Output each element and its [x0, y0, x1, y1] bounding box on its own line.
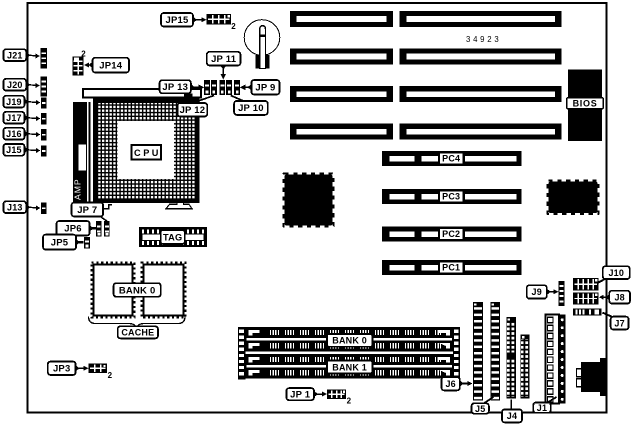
svg-text:BANK 0: BANK 0 [332, 336, 367, 346]
svg-text:PC1: PC1 [442, 263, 460, 273]
svg-text:JP 7: JP 7 [77, 205, 97, 216]
svg-text:J20: J20 [7, 80, 23, 90]
svg-text:TAG: TAG [163, 233, 182, 243]
svg-text:J16: J16 [6, 129, 22, 139]
svg-text:JP 13: JP 13 [162, 82, 188, 93]
svg-text:BIOS: BIOS [573, 98, 598, 108]
svg-text:J5: J5 [475, 404, 485, 414]
svg-text:3 4 9 2 3: 3 4 9 2 3 [466, 35, 499, 44]
svg-text:2: 2 [81, 50, 86, 59]
svg-text:J19: J19 [6, 97, 22, 107]
svg-text:J8: J8 [614, 292, 624, 302]
svg-text:JP 10: JP 10 [238, 103, 264, 114]
svg-text:BANK 1: BANK 1 [332, 362, 367, 372]
svg-text:J21: J21 [7, 50, 23, 60]
svg-text:2: 2 [108, 371, 113, 380]
svg-text:J9: J9 [532, 287, 542, 297]
svg-text:JP 9: JP 9 [255, 83, 275, 94]
svg-text:J1: J1 [537, 403, 547, 413]
svg-text:AMP: AMP [73, 178, 83, 200]
svg-text:J17: J17 [6, 113, 22, 123]
svg-text:J4: J4 [507, 411, 517, 421]
svg-text:J10: J10 [608, 268, 624, 278]
svg-text:J7: J7 [614, 318, 624, 328]
svg-text:JP15: JP15 [166, 15, 190, 26]
svg-text:BANK 0: BANK 0 [119, 285, 156, 296]
svg-text:PC4: PC4 [442, 154, 460, 164]
svg-text:JP 1: JP 1 [290, 389, 311, 400]
svg-text:JP3: JP3 [53, 364, 71, 375]
svg-text:J6: J6 [445, 379, 455, 389]
svg-text:J13: J13 [7, 203, 23, 213]
svg-text:CACHE: CACHE [121, 328, 154, 338]
svg-text:C P U: C P U [134, 148, 159, 158]
svg-text:JP 11: JP 11 [211, 54, 237, 65]
svg-text:JP 12: JP 12 [180, 105, 206, 116]
svg-text:JP6: JP6 [64, 224, 82, 235]
svg-text:JP14: JP14 [99, 60, 123, 71]
svg-text:2: 2 [231, 22, 236, 31]
svg-text:PC3: PC3 [442, 192, 460, 202]
svg-text:J15: J15 [6, 145, 22, 155]
svg-text:JP5: JP5 [51, 237, 69, 248]
svg-text:PC2: PC2 [442, 229, 460, 239]
svg-text:2: 2 [347, 396, 352, 405]
